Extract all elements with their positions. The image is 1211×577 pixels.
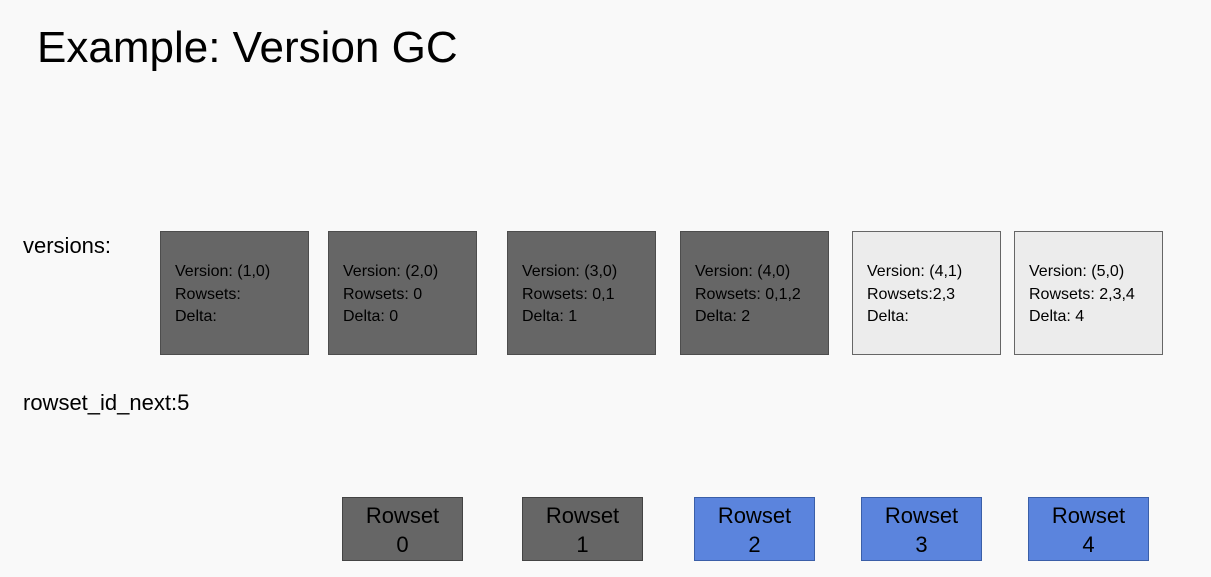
version-box: Version: (2,0) Rowsets: 0 Delta: 0 [328,231,477,355]
delta-text: Delta: 1 [522,308,578,325]
delta-text: Delta: 4 [1029,308,1085,325]
rowsets-text: Rowsets: [175,285,241,303]
rowset-id: 1 [576,532,589,557]
version-text: Version: (4,1) [867,263,963,280]
rowset-label: Rowset [884,503,959,528]
version-text: Version: (1,0) [175,263,271,280]
rowset-label: Rowset [1051,503,1126,528]
rowset-id: 0 [396,532,409,557]
version-box: Version: (4,1) Rowsets:2,3 Delta: [852,231,1001,355]
rowset-label: Rowset [717,503,792,528]
rowset-id: 2 [748,532,761,557]
rowset-id: 4 [1082,532,1095,557]
delta-text: Delta: [175,308,217,325]
rowset-id: 3 [915,532,928,557]
rowset-box: Rowset 2 [694,497,815,561]
versions-label: versions: [23,233,112,258]
rowset-box: Rowset 1 [522,497,643,561]
version-box: Version: (3,0) Rowsets: 0,1 Delta: 1 [507,231,656,355]
rowsets-text: Rowsets: 2,3,4 [1029,285,1135,303]
slide-title: Example: Version GC [37,23,458,72]
version-text: Version: (4,0) [695,263,791,280]
rowset-label: Rowset [365,503,440,528]
rowset-label: Rowset [545,503,620,528]
rowsets-text: Rowsets: 0 [343,285,423,303]
rowsets-text: Rowsets: 0,1 [522,285,615,303]
delta-text: Delta: 2 [695,308,751,325]
version-box: Version: (4,0) Rowsets: 0,1,2 Delta: 2 [680,231,829,355]
rowset-box: Rowset 0 [342,497,463,561]
rowset-id-next-label: rowset_id_next:5 [23,390,190,415]
rowsets-text: Rowsets: 0,1,2 [695,285,801,303]
rowset-box: Rowset 4 [1028,497,1149,561]
rowsets-text: Rowsets:2,3 [867,285,956,303]
delta-text: Delta: 0 [343,308,399,325]
version-text: Version: (3,0) [522,263,618,280]
version-text: Version: (2,0) [343,263,439,280]
version-box: Version: (1,0) Rowsets: Delta: [160,231,309,355]
rowset-box: Rowset 3 [861,497,982,561]
delta-text: Delta: [867,308,909,325]
version-text: Version: (5,0) [1029,263,1125,280]
version-box: Version: (5,0) Rowsets: 2,3,4 Delta: 4 [1014,231,1163,355]
